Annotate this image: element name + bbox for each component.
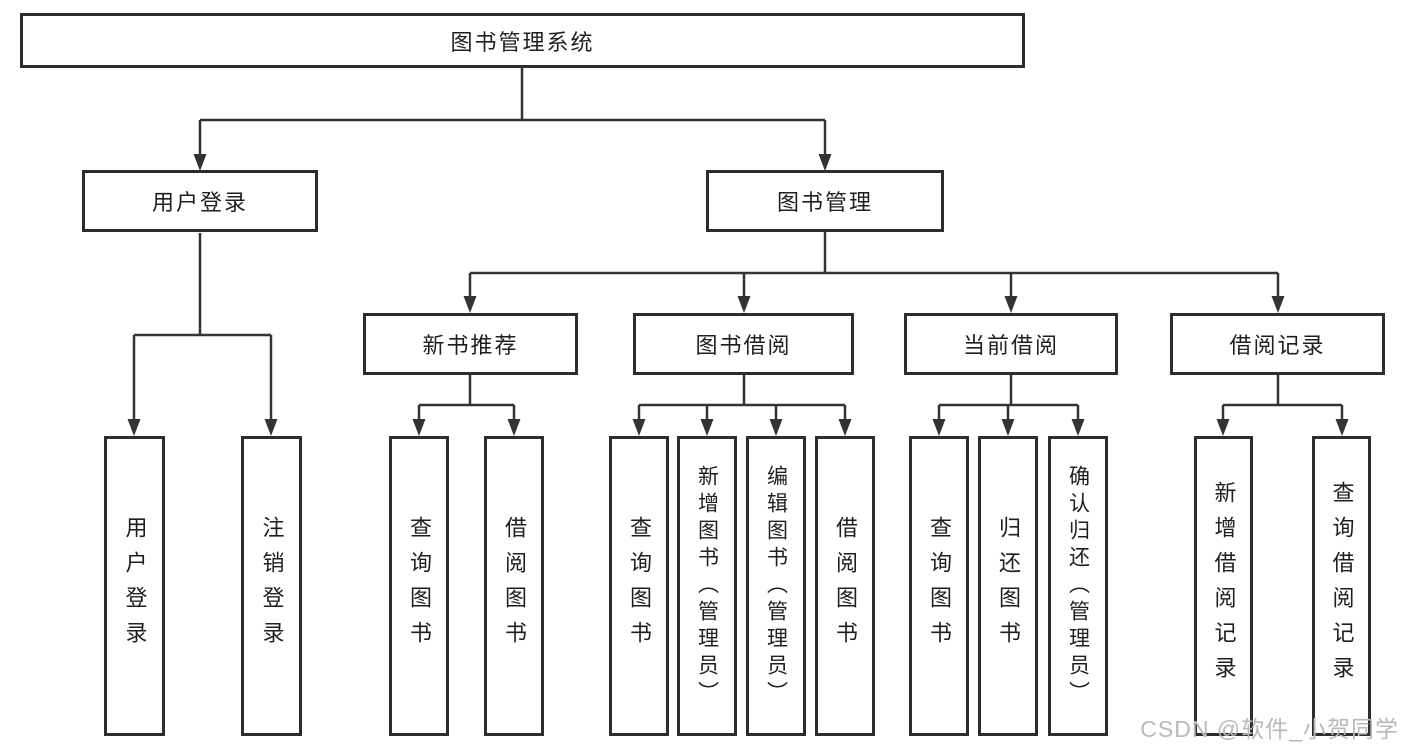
node-leaf-query-borrow-record: 查询借阅记录	[1312, 436, 1371, 736]
node-leaf-add-books-admin: 新增图书（管理员）	[677, 436, 737, 736]
node-book-borrow: 图书借阅	[633, 313, 854, 375]
node-leaf-borrow-books-recommend: 借阅图书	[484, 436, 544, 736]
connector-shafts	[132, 68, 1344, 422]
node-label: 借阅图书	[502, 516, 527, 656]
node-user-login: 用户登录	[82, 170, 318, 232]
node-leaf-user-login: 用户登录	[104, 436, 165, 736]
node-label: 新增借阅记录	[1211, 481, 1237, 691]
node-label: 图书借阅	[695, 333, 792, 358]
node-label: 注销登录	[259, 516, 285, 656]
node-library-system-root: 图书管理系统	[20, 13, 1025, 68]
node-leaf-query-books-recommend: 查询图书	[389, 436, 449, 736]
node-label: 借阅图书	[833, 516, 858, 656]
node-label: 借阅记录	[1229, 333, 1326, 358]
node-leaf-add-borrow-record: 新增借阅记录	[1194, 436, 1253, 736]
node-label: 查询图书	[407, 516, 432, 656]
node-leaf-edit-books-admin: 编辑图书（管理员）	[746, 436, 806, 736]
node-leaf-query-books-borrow: 查询图书	[609, 436, 669, 736]
node-current-borrow: 当前借阅	[904, 313, 1118, 375]
node-leaf-return-books: 归还图书	[978, 436, 1038, 736]
node-label: 当前借阅	[962, 333, 1059, 358]
node-label: 查询图书	[927, 516, 952, 656]
node-label: 用户登录	[151, 190, 248, 215]
node-label: 新书推荐	[422, 333, 519, 358]
node-leaf-query-books-current: 查询图书	[909, 436, 969, 736]
node-label: 图书管理系统	[450, 29, 595, 55]
node-label: 编辑图书（管理员）	[764, 464, 788, 708]
node-label: 查询图书	[627, 516, 652, 656]
node-label: 用户登录	[122, 516, 148, 656]
node-label: 新增图书（管理员）	[695, 464, 719, 708]
node-leaf-borrow-books-borrow: 借阅图书	[815, 436, 875, 736]
arrowhead-icons	[127, 154, 1349, 436]
node-label: 归还图书	[996, 516, 1021, 656]
node-leaf-confirm-return-admin: 确认归还（管理员）	[1048, 436, 1108, 736]
node-new-book-recommend: 新书推荐	[363, 313, 578, 375]
node-borrow-records: 借阅记录	[1170, 313, 1385, 375]
node-label: 确认归还（管理员）	[1066, 464, 1090, 708]
watermark: CSDN @软件_小贺同学	[1140, 716, 1399, 742]
node-leaf-logout: 注销登录	[241, 436, 302, 736]
node-book-management: 图书管理	[706, 170, 944, 232]
node-label: 图书管理	[776, 190, 873, 215]
node-label: 查询借阅记录	[1329, 481, 1355, 691]
